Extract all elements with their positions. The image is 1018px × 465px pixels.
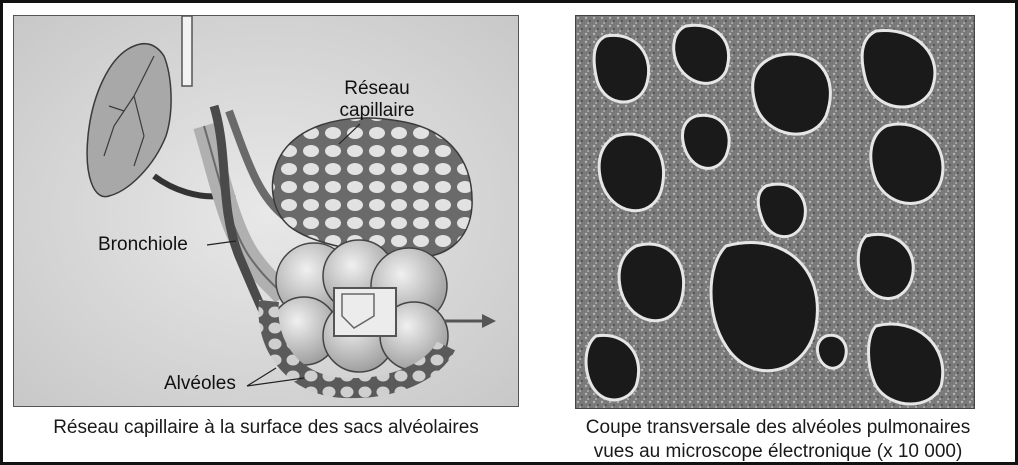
bronchiole-label: Bronchiole xyxy=(98,234,188,256)
micrograph-image xyxy=(576,16,975,409)
section-box xyxy=(334,288,396,336)
reseau-label-line2: capillaire xyxy=(322,100,432,122)
electron-micrograph xyxy=(575,15,975,409)
alveoli-drawing xyxy=(14,16,519,407)
right-caption-line2: vues au microscope électronique (x 10 00… xyxy=(543,440,1013,464)
reseau-capillaire-label: Réseau capillaire xyxy=(322,78,432,122)
right-caption-line1: Coupe transversale des alvéoles pulmonai… xyxy=(543,416,1013,440)
bronchus-tube xyxy=(182,16,192,86)
capillary-network-illustration: Réseau capillaire Bronchiole Alvéoles xyxy=(13,15,519,407)
right-caption: Coupe transversale des alvéoles pulmonai… xyxy=(543,416,1013,464)
alveoles-label: Alvéoles xyxy=(164,373,236,395)
left-caption: Réseau capillaire à la surface des sacs … xyxy=(13,416,519,440)
reseau-label-line1: Réseau xyxy=(322,78,432,100)
